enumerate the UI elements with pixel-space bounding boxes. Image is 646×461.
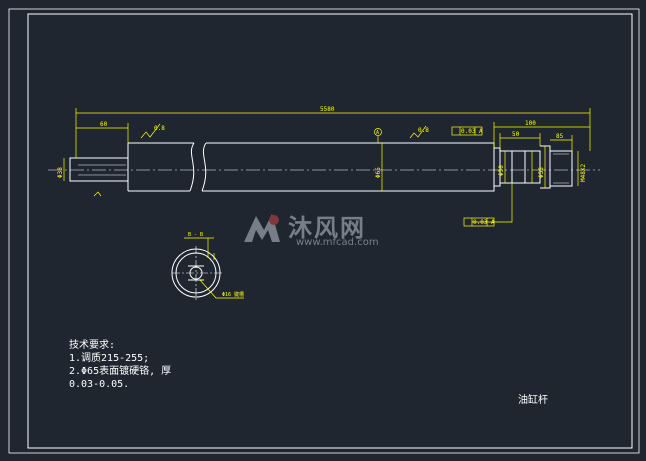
tolerance-top: 0.03 A (461, 128, 483, 135)
tolerance-bottom: 0.03 A (473, 219, 495, 226)
notes-line2: 2.Φ65表面镀硬铬, 厚 (69, 366, 172, 377)
roughness-mid: 0.8 (418, 127, 429, 134)
section-leaders (184, 237, 244, 299)
dim-mid-dia: Φ65 (375, 167, 382, 178)
outer-frame (8, 8, 640, 454)
section-view (171, 246, 224, 300)
dim-right-dia2: Φ55 (538, 167, 545, 178)
watermark-cn: 沐风网 (288, 214, 366, 242)
dim-right-step1: 50 (512, 131, 520, 138)
dim-right-dia1: Φ50 (498, 165, 505, 176)
roughness-top: 0.8 (154, 125, 165, 132)
dim-left-shoulder: 60 (100, 121, 108, 128)
dim-right-step2: 85 (556, 133, 564, 140)
watermark-logo-icon (244, 214, 280, 242)
dimension-texts: 5580 60 100 50 85 Φ38 Φ65 Φ50 Φ55 M48X2 … (57, 106, 587, 226)
dim-overall-length: 5580 (320, 106, 335, 113)
notes-line3: 0.03-0.05. (69, 379, 130, 390)
section-note: Φ16 键槽 (222, 291, 244, 298)
dimension-lines (63, 108, 591, 227)
datum-a: A (376, 130, 379, 136)
part-name: 油缸杆 (518, 395, 548, 406)
notes-line1: 1.调质215-255; (69, 353, 150, 364)
dim-right-end-dia: M48X2 (580, 164, 587, 182)
dim-right-end: 100 (525, 120, 536, 127)
watermark-en: www.mfcad.com (296, 237, 379, 248)
watermark: 沐风网 www.mfcad.com (240, 208, 410, 250)
shaft-outline (69, 142, 573, 192)
section-label: B - B (188, 232, 203, 238)
notes-title: 技术要求: (69, 340, 116, 351)
dim-left-dia: Φ38 (57, 167, 64, 178)
inner-frame (27, 13, 633, 449)
